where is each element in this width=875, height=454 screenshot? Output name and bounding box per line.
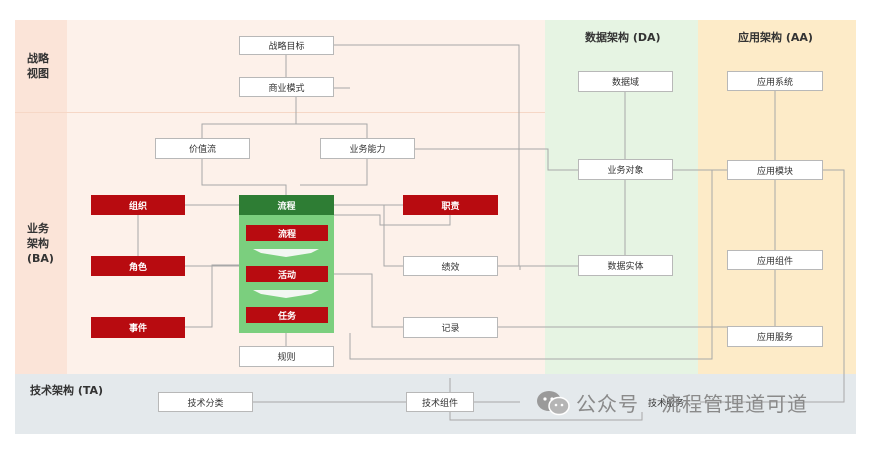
app-system-node: 应用系统 — [727, 71, 823, 91]
data-domain-node: 数据域 — [578, 71, 673, 92]
task-node: 任务 — [246, 307, 328, 323]
activity-node: 活动 — [246, 266, 328, 282]
application-architecture-label: 应用架构 (AA) — [738, 31, 813, 44]
tech-service-node: 技术服务 — [647, 398, 684, 409]
strategy-band — [15, 20, 545, 113]
app-component-node: 应用组件 — [727, 250, 823, 270]
event-node: 事件 — [91, 317, 185, 338]
rule-node: 规则 — [239, 346, 334, 367]
business-capability-node: 业务能力 — [320, 138, 415, 159]
duty-node: 职责 — [403, 195, 498, 215]
watermark: 公众号 · 流程管理道可道 — [536, 388, 808, 417]
watermark-text: 公众号 · 流程管理道可道 — [576, 392, 809, 416]
strategic-goal-node: 战略目标 — [239, 36, 334, 55]
record-node: 记录 — [403, 317, 498, 338]
process-inner-node: 流程 — [246, 225, 328, 241]
value-stream-node: 价值流 — [155, 138, 250, 159]
process-header: 流程 — [239, 195, 334, 215]
app-service-node: 应用服务 — [727, 326, 823, 347]
tech-category-node: 技术分类 — [158, 392, 253, 412]
flow-chevron-1 — [253, 249, 319, 257]
flow-chevron-2 — [253, 290, 319, 298]
business-object-node: 业务对象 — [578, 159, 673, 180]
label-column — [15, 20, 67, 374]
performance-node: 绩效 — [403, 256, 498, 276]
tech-component-node: 技术组件 — [406, 392, 474, 412]
business-architecture-label: 业务 架构 (BA) — [27, 222, 54, 265]
strategy-view-label: 战略 视图 — [27, 52, 49, 80]
data-architecture-label: 数据架构 (DA) — [585, 31, 661, 44]
band-divider — [15, 112, 545, 113]
organization-node: 组织 — [91, 195, 185, 215]
technology-architecture-label: 技术架构 (TA) — [30, 384, 104, 397]
role-node: 角色 — [91, 256, 185, 276]
app-module-node: 应用模块 — [727, 160, 823, 180]
business-model-node: 商业模式 — [239, 77, 334, 97]
data-entity-node: 数据实体 — [578, 255, 673, 276]
wechat-icon — [537, 390, 570, 415]
